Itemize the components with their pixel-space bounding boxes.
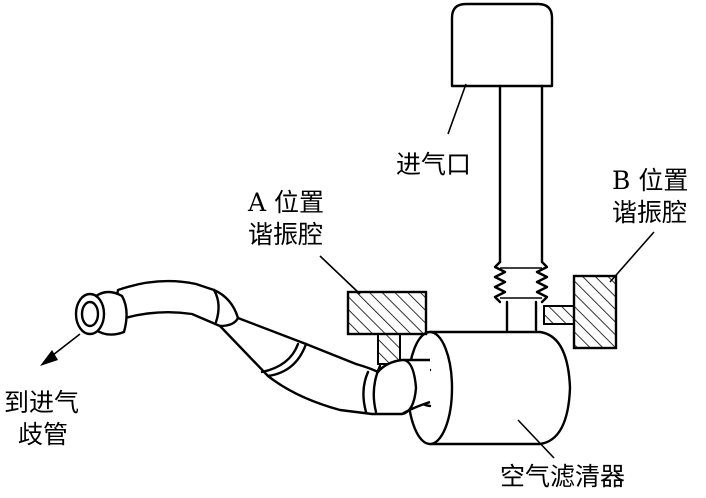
outlet-arrow	[40, 333, 81, 366]
label-manifold-line2: 歧管	[18, 420, 69, 449]
intake-hose	[74, 279, 431, 416]
inlet-pipe	[493, 84, 549, 332]
label-resonator-b-position: B 位置	[612, 166, 689, 195]
resonator-a	[346, 290, 428, 365]
label-air-filter: 空气滤清器	[500, 462, 626, 491]
label-resonator-b-name: 谐振腔	[612, 198, 688, 227]
label-resonator-a-position: A 位置	[248, 188, 325, 217]
air-filter-body	[406, 330, 572, 446]
label-resonator-a-name: 谐振腔	[248, 220, 324, 249]
label-inlet: 进气口	[396, 150, 472, 179]
label-manifold-line1: 到进气	[4, 388, 80, 417]
resonator-b	[543, 274, 618, 350]
air-inlet-box	[450, 2, 554, 88]
leader-lines	[319, 83, 655, 459]
